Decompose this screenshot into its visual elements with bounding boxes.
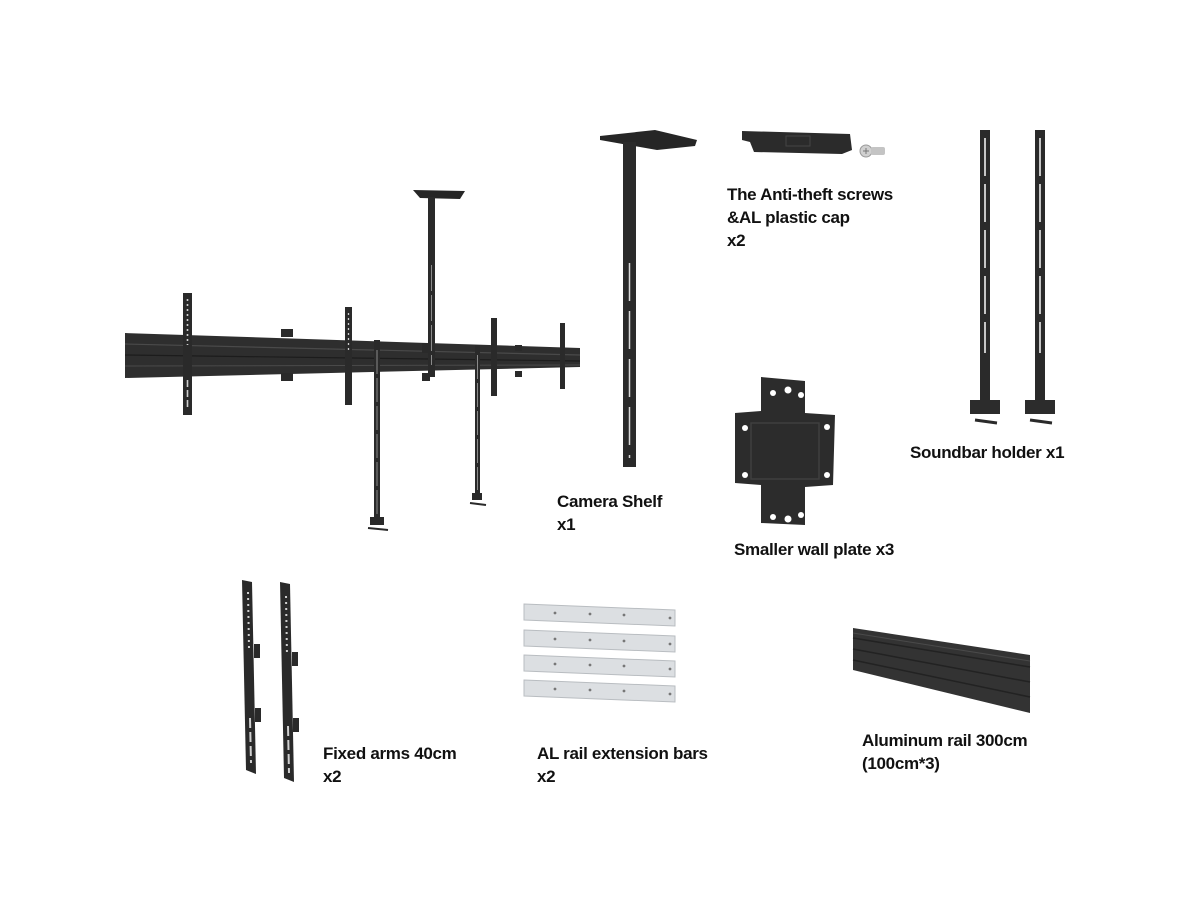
camera-shelf-label: Camera Shelf x1 <box>557 492 663 534</box>
aluminum-rail-label: Aluminum rail 300cm (100cm*3) <box>862 731 1028 773</box>
extension-bars-label: AL rail extension bars x2 <box>537 744 708 786</box>
wall-plate-label: Smaller wall plate x3 <box>734 540 895 559</box>
fixed-arms-label: Fixed arms 40cm x2 <box>323 744 457 786</box>
aluminum-rail-icon <box>852 628 1031 713</box>
soundbar-holder-icon <box>970 130 1055 425</box>
wall-plate-icon <box>735 377 835 525</box>
anti-theft-screw-and-cap-icon <box>742 131 885 158</box>
al-rail-extension-bars-icon <box>523 603 676 703</box>
fixed-arms-icon <box>242 580 299 782</box>
camera-shelf-icon <box>600 130 697 467</box>
assembled-video-wall-mount-icon <box>124 190 581 531</box>
anti-theft-label: The Anti-theft screws &AL plastic cap x2 <box>727 185 893 250</box>
soundbar-holder-label: Soundbar holder x1 <box>910 443 1065 462</box>
